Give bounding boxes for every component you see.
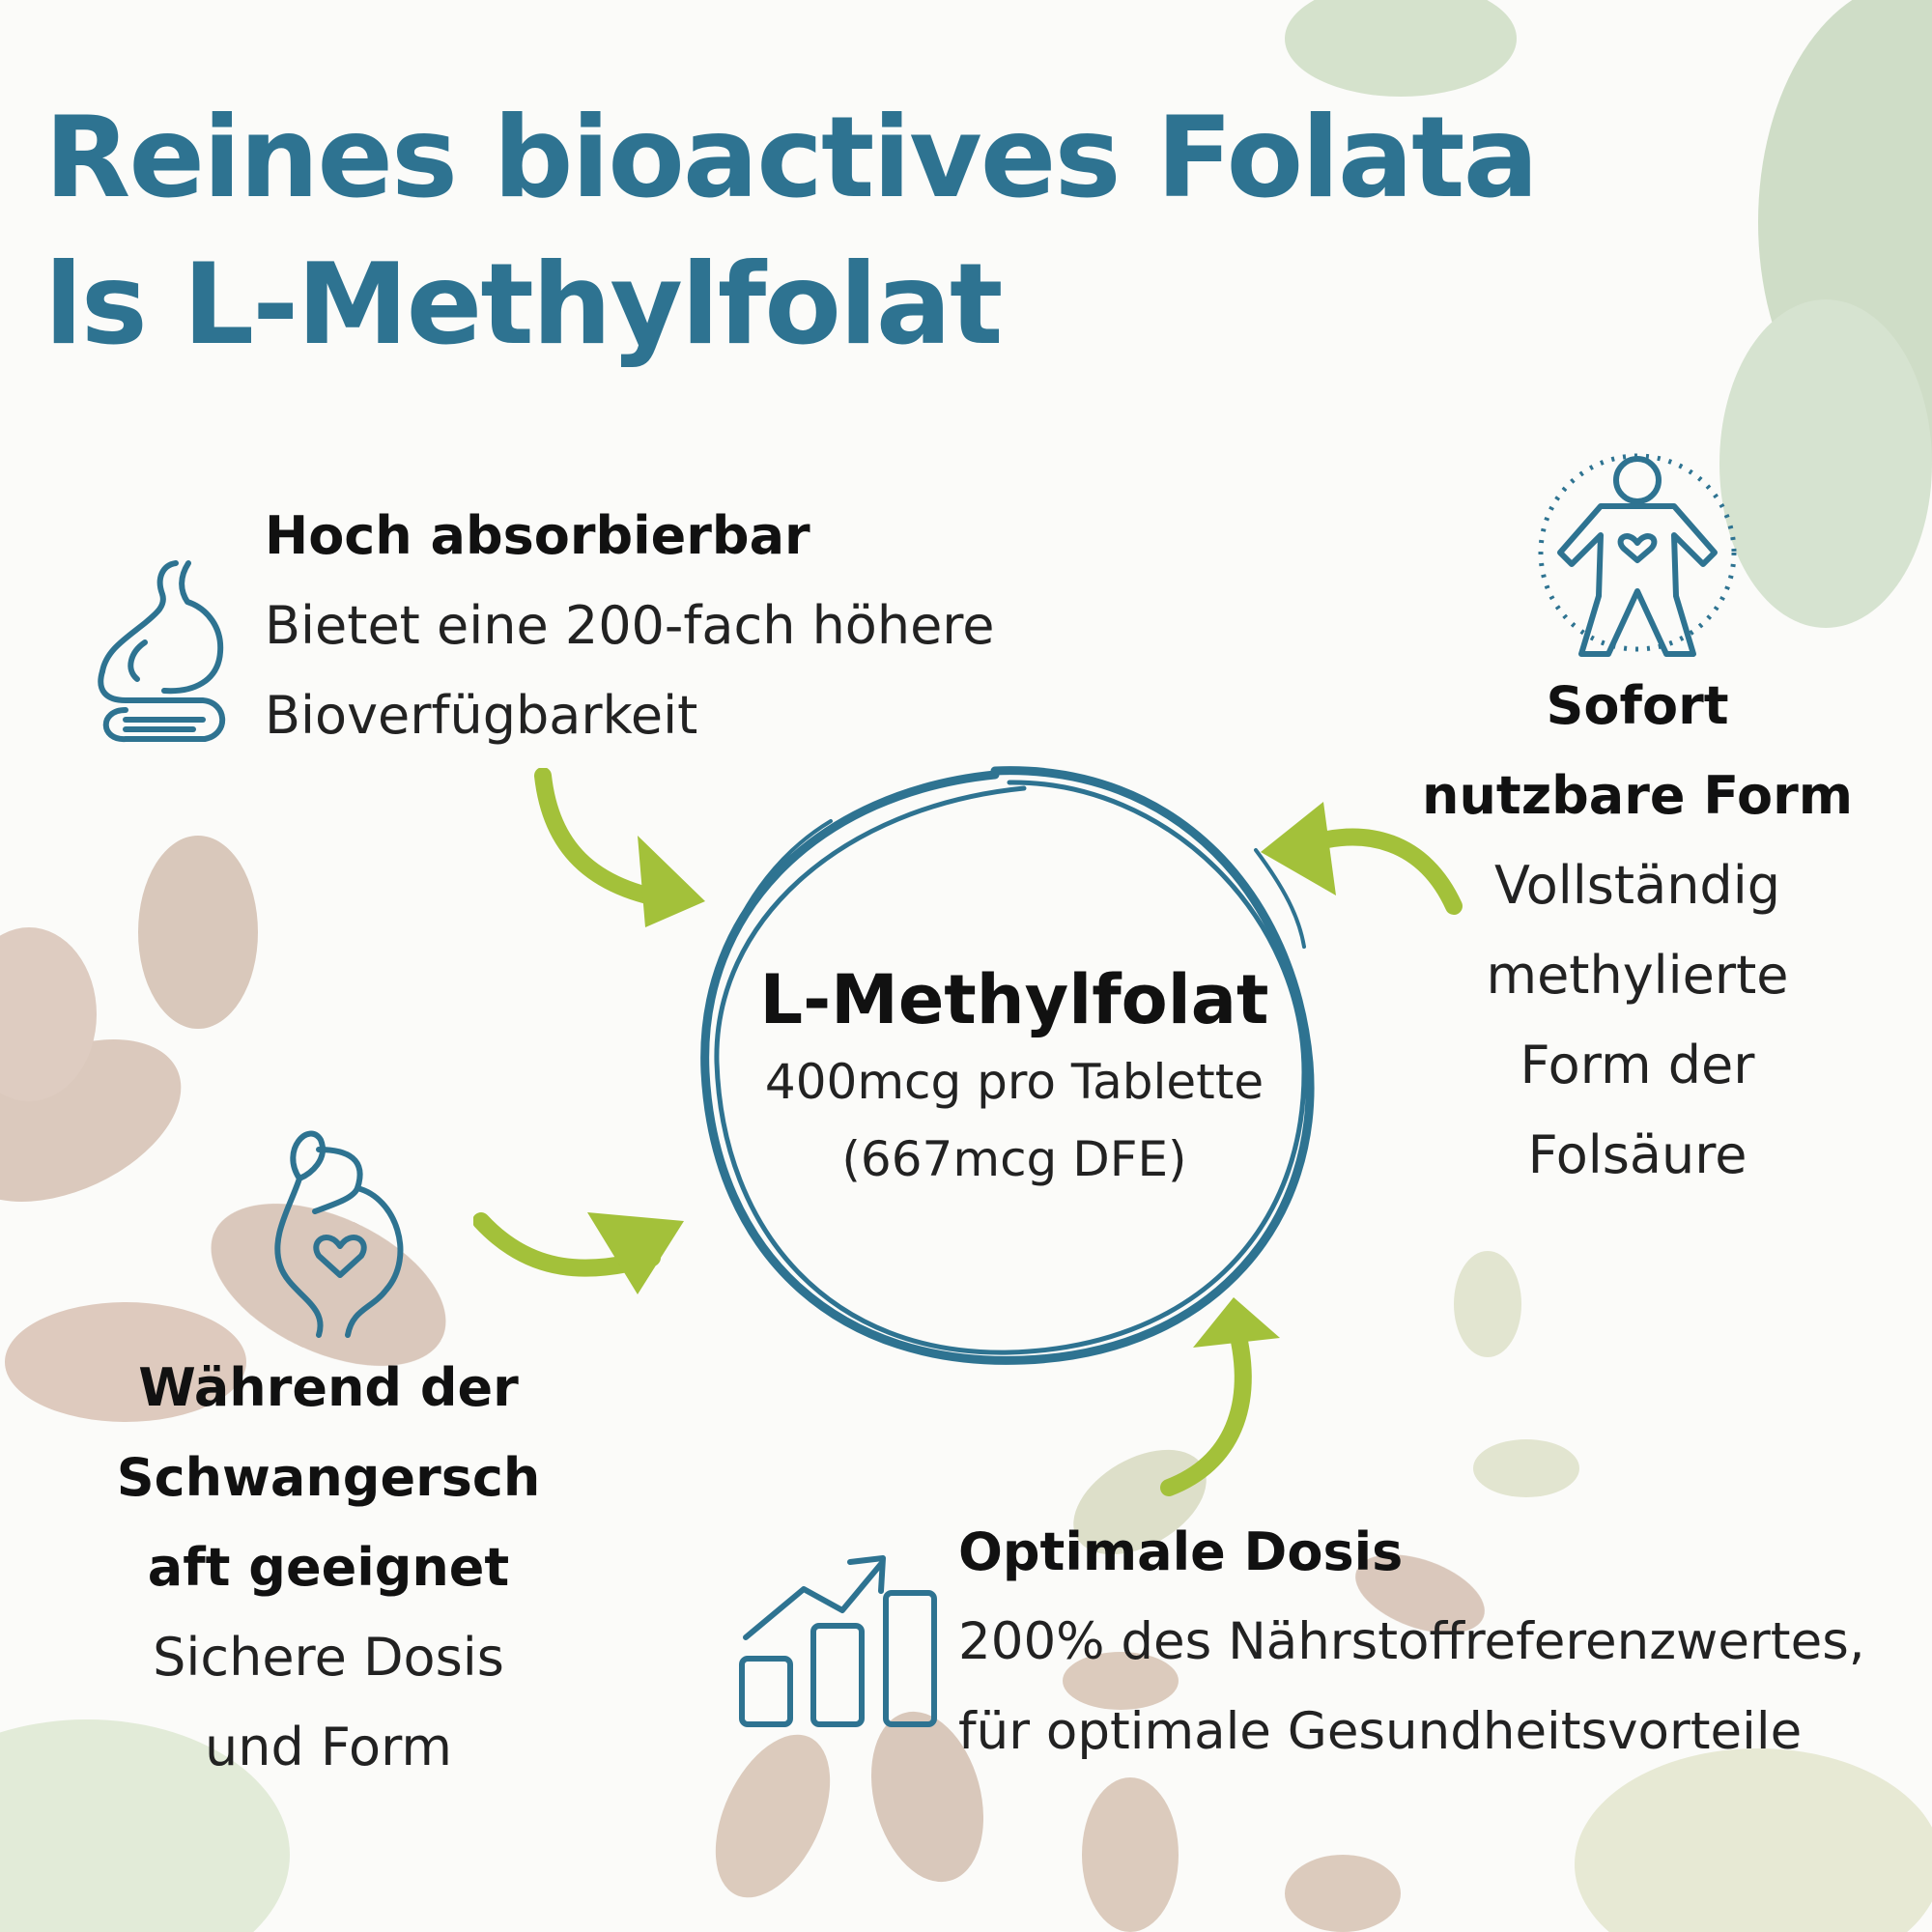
feature-pregnancy-title-3: aft geeignet [147,1537,510,1598]
feature-usable-form-title-2: nutzbare Form [1422,765,1853,826]
center-circle [700,766,1315,1365]
feature-usable-form: Sofort nutzbare Form Vollständig methyli… [1391,661,1884,1200]
body-heart-icon [1538,453,1737,657]
feature-usable-form-line-1: Vollständig [1494,855,1780,916]
feature-usable-form-line-2: methylierte [1486,945,1789,1006]
center-dfe-line: (667mcg DFE) [841,1131,1187,1187]
arrow-bottom-left [473,1212,684,1294]
stomach-icon [98,560,226,743]
page-title: Reines bioactives Folata ls L-Methylfola… [44,85,1539,379]
center-title: L-Methylfolat [759,960,1269,1039]
feature-usable-form-title-1: Sofort [1546,675,1729,736]
title-line-2: ls L-Methylfolat [44,240,1003,370]
feature-usable-form-line-4: Folsäure [1527,1124,1747,1185]
feature-optimal-dose-title: Optimale Dosis [958,1521,1404,1582]
feature-absorbable-line-2: Bioverfügbarkeit [265,685,698,746]
arrow-top-right [1261,802,1463,915]
feature-optimal-dose: Optimale Dosis 200% des Nährstoffreferen… [958,1507,1924,1776]
center-label: L-Methylfolat 400mcg pro Tablette (667mc… [734,956,1294,1198]
arrow-top-left [534,768,705,927]
feature-absorbable: Hoch absorbierbar Bietet eine 200-fach h… [265,491,1037,760]
feature-absorbable-line-1: Bietet eine 200-fach höhere [265,595,995,656]
feature-pregnancy: Während der Schwangersch aft geeignet Si… [97,1343,560,1792]
growth-chart-icon [739,1555,937,1727]
arrow-bottom-right [1160,1297,1280,1496]
title-line-1: Reines bioactives Folata [44,93,1539,223]
feature-pregnancy-line-2: und Form [205,1717,452,1777]
feature-pregnancy-title-1: Während der [138,1357,519,1418]
feature-optimal-dose-line-1: 200% des Nährstoffreferenzwertes, [958,1612,1865,1671]
feature-usable-form-line-3: Form der [1520,1035,1755,1095]
center-dose-line: 400mcg pro Tablette [764,1054,1264,1110]
feature-pregnancy-title-2: Schwangersch [116,1447,541,1508]
feature-absorbable-title: Hoch absorbierbar [265,505,810,566]
pregnancy-icon [274,1130,404,1338]
feature-optimal-dose-line-2: für optimale Gesundheitsvorteile [958,1702,1803,1761]
feature-pregnancy-line-1: Sichere Dosis [153,1627,504,1688]
